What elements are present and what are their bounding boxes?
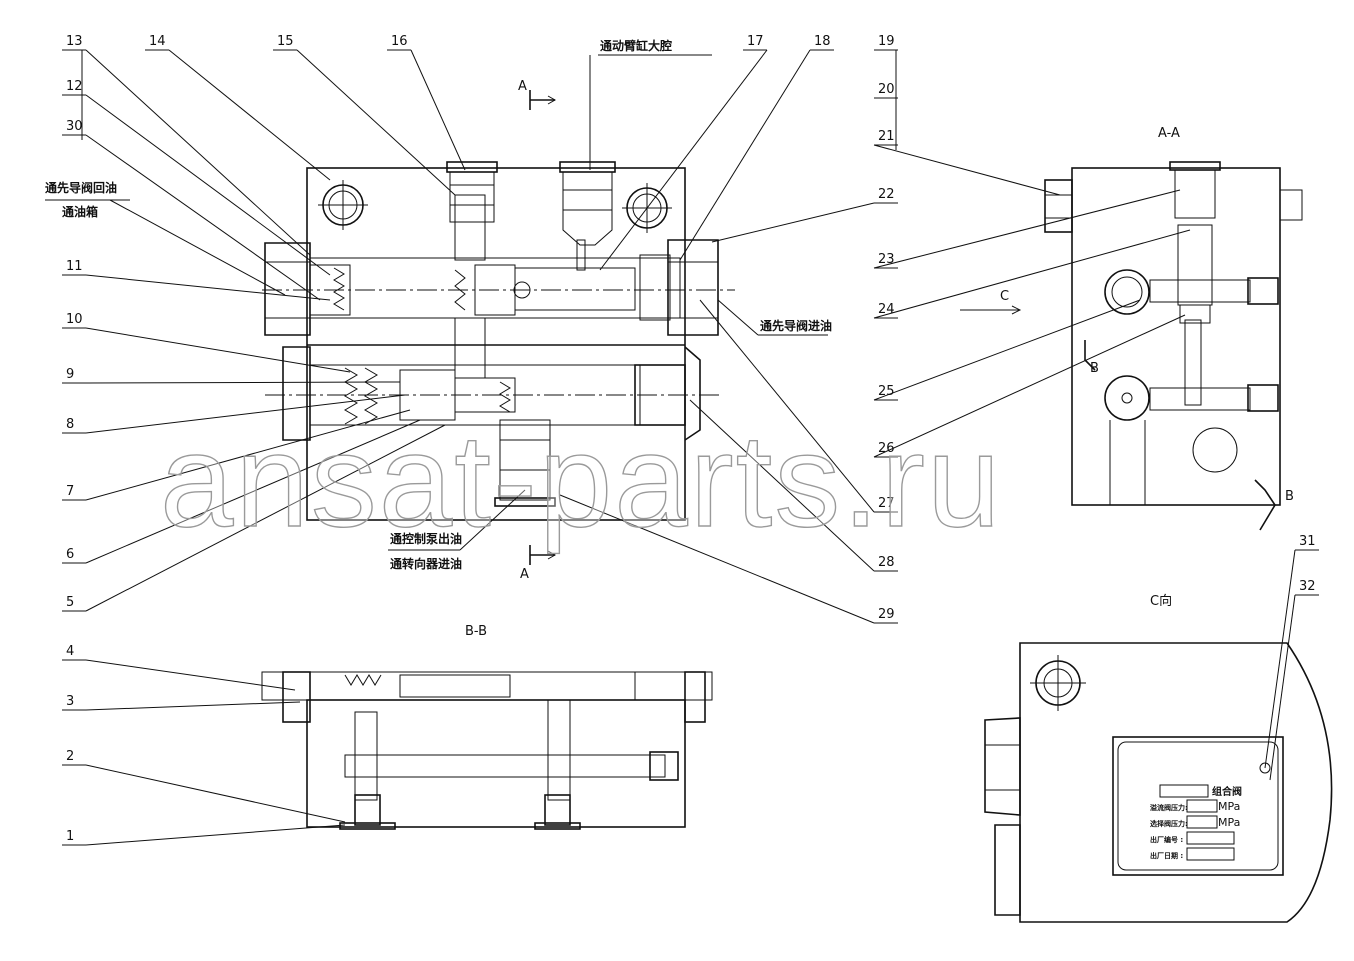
callout-12: 12: [66, 79, 83, 94]
leader-line: [873, 229, 1191, 319]
view-c: 组合阀 溢流阀压力: MPa 选择阀压力: MPa 出厂编号 : 出厂日期 :: [984, 642, 1333, 923]
note-to-boom-cylinder: 通动臂缸大腔: [600, 38, 672, 53]
leader-line: [599, 49, 768, 271]
leader-line: [410, 49, 466, 171]
callout-7: 7: [66, 484, 74, 499]
leader-line: [711, 202, 875, 243]
nameplate: [1112, 736, 1284, 876]
callout-31: 31: [1299, 534, 1316, 549]
main-section-view: [262, 90, 735, 565]
callout-29: 29: [878, 607, 895, 622]
callout-9: 9: [66, 367, 74, 382]
leader-line: [1264, 549, 1296, 769]
callout-26: 26: [878, 441, 895, 456]
view-label-bb: B-B: [465, 624, 487, 639]
leader-line: [873, 314, 1186, 458]
section-mark-a-top: A: [518, 79, 527, 94]
callout-5: 5: [66, 595, 74, 610]
callout-4: 4: [66, 644, 74, 659]
leader-line: [873, 144, 1061, 196]
view-arrow-c: C: [1000, 289, 1009, 304]
callout-22: 22: [878, 187, 895, 202]
nameplate-unit-1: MPa: [1218, 800, 1240, 813]
callout-21: 21: [878, 129, 895, 144]
section-aa-view: [960, 161, 1303, 531]
callout-19: 19: [878, 34, 895, 49]
leader-line: [699, 299, 875, 513]
callout-16: 16: [391, 34, 408, 49]
callout-10: 10: [66, 312, 83, 327]
callout-23: 23: [878, 252, 895, 267]
nameplate-date: 出厂日期 :: [1150, 851, 1183, 860]
callout-3: 3: [66, 694, 74, 709]
callout-13: 13: [66, 34, 83, 49]
nameplate-relief-pressure: 溢流阀压力:: [1150, 803, 1188, 812]
leader-line: [85, 381, 401, 384]
leader-line: [85, 49, 311, 256]
leader-line: [85, 134, 321, 301]
callout-32: 32: [1299, 579, 1316, 594]
leader-line: [85, 824, 346, 846]
section-mark-b-right: B: [1285, 489, 1294, 504]
leader-line: [85, 94, 331, 276]
note-to-steering-inlet: 通转向器进油: [390, 556, 462, 571]
leader-line: [559, 494, 875, 624]
callout-8: 8: [66, 417, 74, 432]
leader-line: [85, 274, 331, 301]
callout-27: 27: [878, 496, 895, 511]
leader-line: [85, 659, 296, 691]
callout-2: 2: [66, 749, 74, 764]
note-to-tank: 通油箱: [62, 204, 98, 219]
callout-30: 30: [66, 119, 83, 134]
note-to-pilot-return: 通先导阀回油: [45, 180, 117, 195]
leader-line: [85, 419, 421, 564]
callout-28: 28: [878, 555, 895, 570]
view-label-aa: A-A: [1158, 126, 1180, 141]
view-label-c: C向: [1150, 593, 1172, 609]
section-mark-b-left: B: [1090, 361, 1099, 376]
callout-1: 1: [66, 829, 74, 844]
leader-line: [296, 49, 456, 196]
leader-line: [85, 424, 446, 612]
callout-20: 20: [878, 82, 895, 97]
callout-18: 18: [814, 34, 831, 49]
leader-line: [689, 399, 875, 572]
leader-line: [85, 394, 406, 434]
section-bb-view: [261, 671, 713, 830]
leader-line: [85, 409, 411, 501]
section-mark-a-bottom: A: [520, 567, 529, 582]
leader-line: [168, 49, 331, 181]
leader-line: [1269, 594, 1296, 781]
leader-line: [85, 701, 301, 711]
callout-15: 15: [277, 34, 294, 49]
callout-6: 6: [66, 547, 74, 562]
nameplate-unit-2: MPa: [1218, 816, 1240, 829]
leader-line: [85, 764, 346, 823]
nameplate-serial: 出厂编号 :: [1150, 835, 1183, 844]
callout-25: 25: [878, 384, 895, 399]
callout-14: 14: [149, 34, 166, 49]
nameplate-select-pressure: 选择阀压力:: [1150, 819, 1188, 828]
nameplate-title: 组合阀: [1212, 785, 1242, 798]
leader-line: [679, 49, 811, 261]
note-to-control-pump: 通控制泵出油: [390, 531, 462, 546]
watermark: ansat-parts.ru: [160, 407, 1002, 554]
leader-line: [873, 299, 1141, 401]
leader-line: [85, 327, 351, 373]
note-to-pilot-inlet: 通先导阀进油: [760, 318, 832, 333]
callout-11: 11: [66, 259, 83, 274]
leader-line: [873, 189, 1181, 269]
callout-17: 17: [747, 34, 764, 49]
